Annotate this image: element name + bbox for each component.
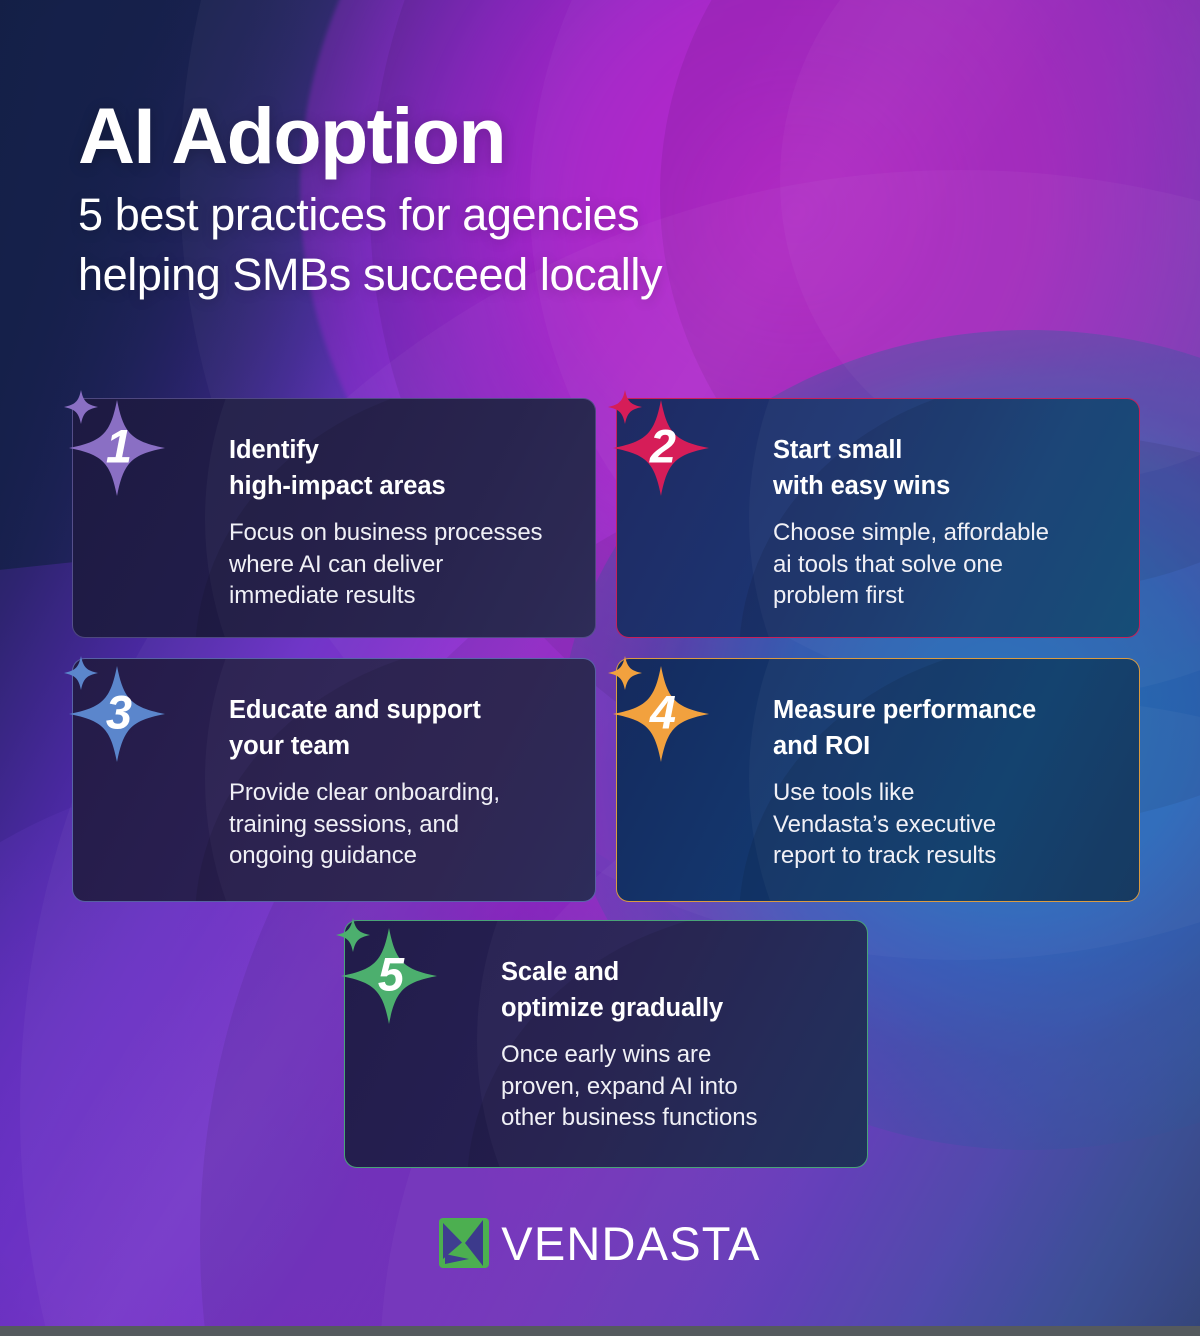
card-5-body-line-2: proven, expand AI into [501,1072,738,1100]
practice-card-1-title: Identify high-impact areas [229,432,572,504]
card-1-title-line-1: Identify [229,436,319,464]
card-3-body-line-2: training sessions, and [229,810,459,838]
card-5-body-line-3: other business functions [501,1103,758,1131]
practice-card-4-body: Use tools like Vendasta’s executive repo… [773,777,1116,871]
practice-card-5-text: Scale and optimize gradually Once early … [501,954,844,1133]
page-subtitle-line-2: helping SMBs succeed locally [78,248,663,300]
bottom-edge-strip [0,1326,1200,1336]
practice-card-4: 4 Measure performance and ROI Use tools … [608,656,1140,902]
card-2-body-line-1: Choose simple, affordable [773,519,1049,547]
practice-card-1: 1 Identify high-impact areas Focus on bu… [64,390,596,638]
practice-card-2-body: Choose simple, affordable ai tools that … [773,517,1116,611]
practice-card-4-title: Measure performance and ROI [773,692,1116,764]
card-2-body-line-2: ai tools that solve one [773,550,1003,578]
practice-card-1-body: Focus on business processes where AI can… [229,517,572,611]
card-1-title-line-2: high-impact areas [229,472,446,501]
card-4-body-line-2: Vendasta’s executive [773,810,997,838]
practice-card-2-title: Start small with easy wins [773,432,1116,504]
practice-card-1-surface [72,398,596,638]
card-4-body-line-3: report to track results [773,841,997,869]
card-3-title-line-2: your team [229,732,350,761]
practice-card-4-surface [616,658,1140,902]
card-4-body-line-1: Use tools like [773,779,915,807]
practice-card-1-text: Identify high-impact areas Focus on busi… [229,432,572,611]
card-4-title-line-2: and ROI [773,732,871,761]
card-5-title-line-1: Scale and [501,958,620,986]
card-3-body-line-1: Provide clear onboarding, [229,779,501,807]
practice-card-4-text: Measure performance and ROI Use tools li… [773,692,1116,871]
practice-card-2: 2 Start small with easy wins Choose simp… [608,390,1140,638]
brand-footer: VENDASTA [0,1218,1200,1268]
card-3-title-line-1: Educate and support [229,696,481,724]
practice-card-5-title: Scale and optimize gradually [501,954,844,1026]
practice-card-5: 5 Scale and optimize gradually Once earl… [336,918,868,1168]
practice-card-2-text: Start small with easy wins Choose simple… [773,432,1116,611]
practice-card-3-body: Provide clear onboarding, training sessi… [229,777,572,871]
practice-card-5-body: Once early wins are proven, expand AI in… [501,1039,844,1133]
card-5-body-line-1: Once early wins are [501,1041,712,1069]
card-1-body-line-2: where AI can deliver [229,550,444,578]
poster-header: AI Adoption 5 best practices for agencie… [78,96,978,305]
practice-card-5-surface [344,920,868,1168]
page-subtitle: 5 best practices for agencies helping SM… [78,185,978,305]
card-2-title-line-1: Start small [773,436,903,464]
card-5-title-line-2: optimize gradually [501,994,724,1023]
brand-wordmark: VENDASTA [501,1216,761,1270]
card-1-body-line-1: Focus on business processes [229,519,543,547]
card-3-body-line-3: ongoing guidance [229,841,417,869]
card-2-title-line-2: with easy wins [773,472,951,501]
practice-card-3: 3 Educate and support your team Provide … [64,656,596,902]
page-title: AI Adoption [78,91,507,180]
practice-card-2-surface [616,398,1140,638]
practice-card-3-text: Educate and support your team Provide cl… [229,692,572,871]
card-2-body-line-3: problem first [773,581,904,609]
page-subtitle-line-1: 5 best practices for agencies [78,189,640,240]
card-1-body-line-3: immediate results [229,581,416,609]
vendasta-logo-icon [439,1218,490,1268]
practice-card-3-title: Educate and support your team [229,692,572,764]
card-4-title-line-1: Measure performance [773,696,1037,724]
